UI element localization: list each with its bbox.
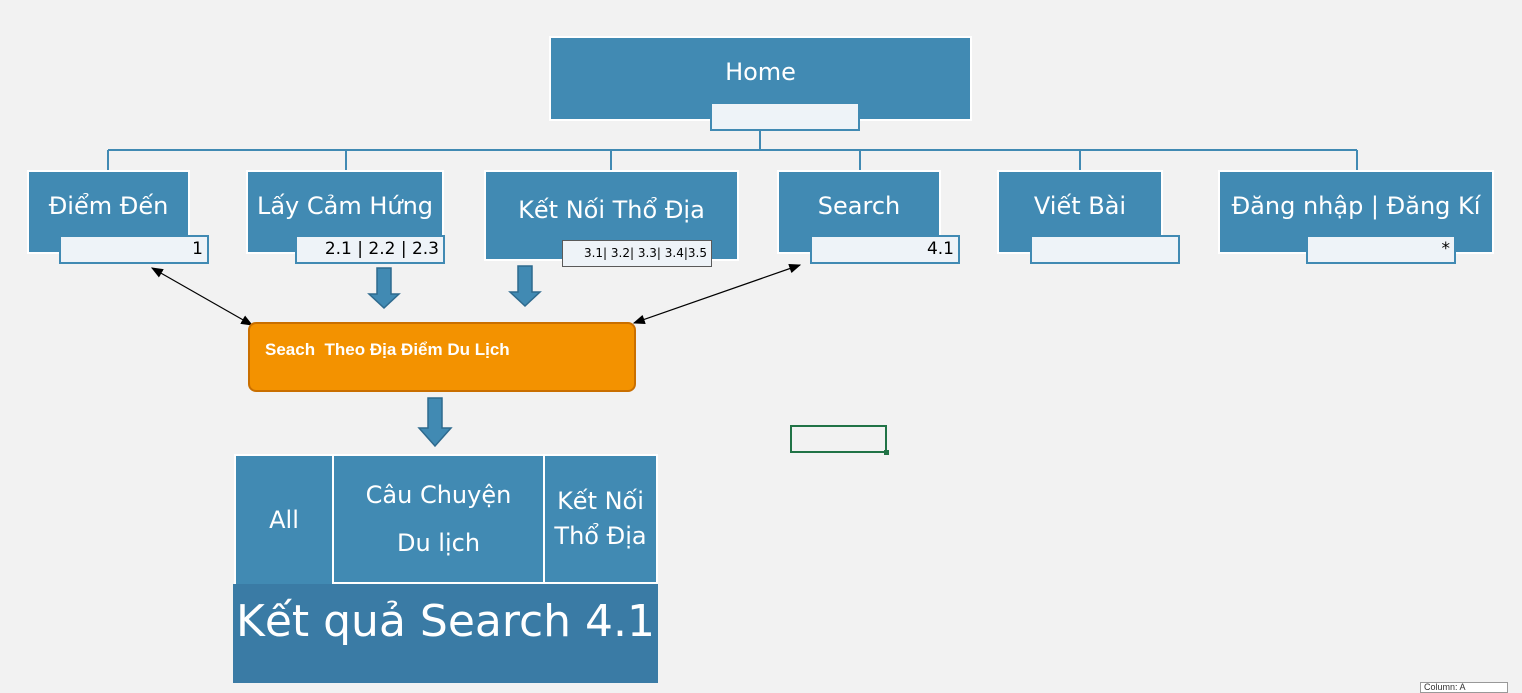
node-tag: * <box>1306 235 1456 264</box>
block-arrow-1 <box>367 267 401 310</box>
double-arrow-right <box>632 264 802 324</box>
tab-label: Kết Nối Thổ Địa <box>554 487 647 550</box>
block-arrow-3 <box>417 397 453 448</box>
tree-lines <box>107 120 1358 170</box>
node-label: Kết Nối Thổ Địa <box>518 196 705 224</box>
fill-handle[interactable] <box>884 450 889 455</box>
search-by-location-label: Seach Theo Địa Điểm Du Lịch <box>265 340 510 359</box>
node-tag <box>1030 235 1180 264</box>
node-label: Đăng nhập | Đăng Kí <box>1231 192 1481 220</box>
node-tag: 1 <box>59 235 209 264</box>
double-arrow-left <box>150 267 254 326</box>
node-tag: 4.1 <box>810 235 960 264</box>
column-tooltip: Column: A <box>1420 682 1508 693</box>
tab-cau-chuyen-du-lich[interactable]: Câu Chuyện Du lịch <box>332 454 545 584</box>
search-result-label: Kết quả Search 4.1 <box>235 596 656 647</box>
node-label: Lấy Cảm Hứng <box>256 192 434 220</box>
tab-label: All <box>269 505 299 534</box>
search-by-location-box[interactable]: Seach Theo Địa Điểm Du Lịch <box>248 322 636 392</box>
node-label: Điểm Đến <box>48 192 169 220</box>
tab-ket-noi-tho-dia[interactable]: Kết Nối Thổ Địa <box>543 454 658 584</box>
node-tag: 3.1| 3.2| 3.3| 3.4|3.5 <box>562 240 712 267</box>
home-tag-box <box>710 102 860 131</box>
block-arrow-2 <box>508 265 542 308</box>
node-label: Viết Bài <box>1033 192 1127 220</box>
selected-cell[interactable] <box>790 425 889 455</box>
block-arrows <box>367 265 542 448</box>
node-label: Search <box>817 192 901 220</box>
tab-label: Câu Chuyện Du lịch <box>365 481 512 557</box>
node-tag: 2.1 | 2.2 | 2.3 <box>295 235 445 264</box>
search-result-panel: Kết quả Search 4.1 <box>233 584 658 683</box>
home-label: Home <box>725 58 796 86</box>
tab-all[interactable]: All <box>234 454 334 586</box>
